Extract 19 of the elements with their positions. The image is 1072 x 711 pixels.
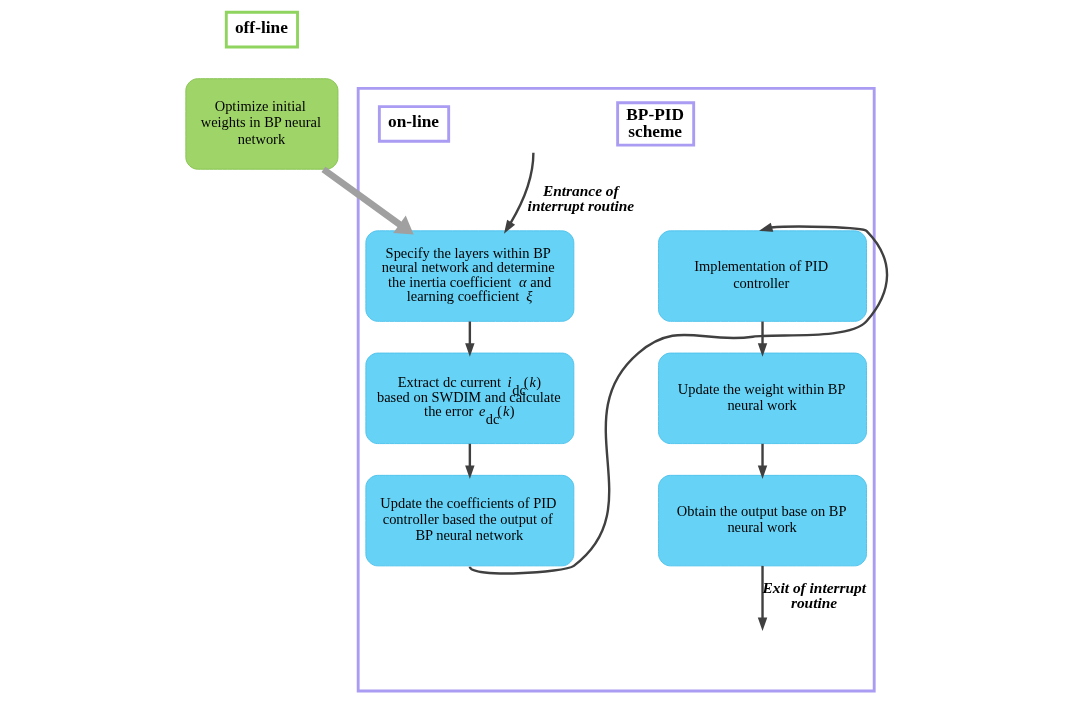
arrow xyxy=(503,152,535,234)
arrow xyxy=(464,443,475,479)
arrow xyxy=(464,321,475,357)
arrow xyxy=(757,321,767,357)
node-box: off-line xyxy=(224,10,299,49)
node-box: BP-PID scheme xyxy=(615,101,695,147)
node-box: on-line xyxy=(377,105,450,143)
arrow xyxy=(468,222,888,575)
node-box: Update the coefficients of PID controller based the output of BP neural network xyxy=(364,474,574,567)
node-box: Specify the layers within BP neural network and determine the inertia coefficient α and learning coefficient ξ xyxy=(364,230,574,322)
edge-label: Entrance of interrupt routine xyxy=(527,181,634,215)
arrow xyxy=(321,166,414,235)
node-box: Obtain the output base on BP neural work xyxy=(657,474,867,567)
arrow xyxy=(757,443,767,479)
arrow xyxy=(757,565,767,632)
node-box: Update the weight within BP neural work xyxy=(657,352,867,445)
node-box: Implementation of PID controller xyxy=(657,230,867,322)
cluster xyxy=(356,86,876,693)
node-box: Optimize initial weights in BP neural network xyxy=(184,78,338,170)
